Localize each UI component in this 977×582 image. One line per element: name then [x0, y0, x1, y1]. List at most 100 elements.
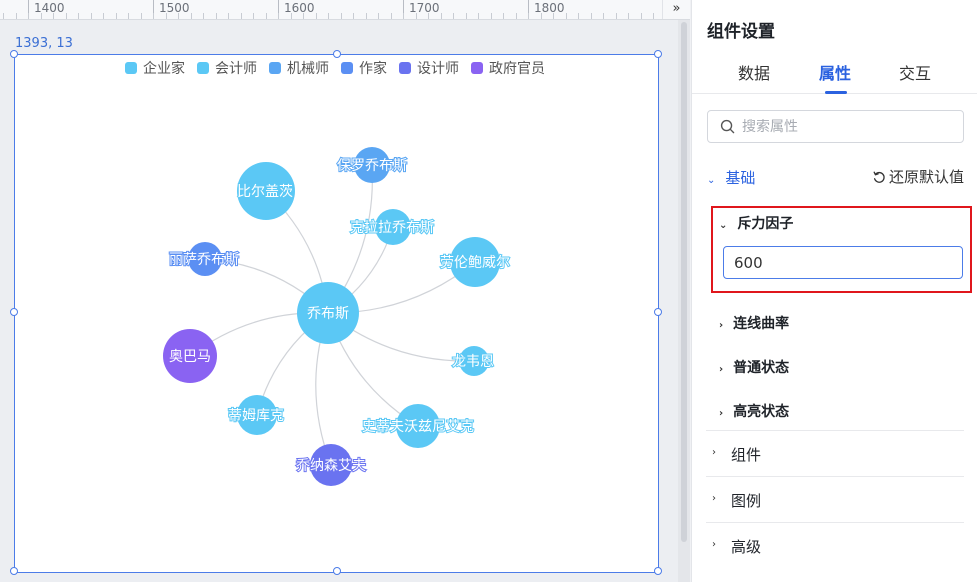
ruler-label: 1500 [159, 1, 190, 15]
ruler-minor-tick [328, 13, 329, 19]
legend-item[interactable]: 会计师 [197, 58, 257, 78]
ruler-minor-tick [315, 13, 317, 19]
graph-node[interactable] [163, 329, 217, 383]
active-tab-indicator [825, 91, 847, 94]
resize-handle-left[interactable] [10, 308, 18, 316]
graph-node-label: 劳伦鲍威尔 [440, 255, 510, 271]
resize-handle-right[interactable] [654, 308, 662, 316]
resize-handle-bottom-left[interactable] [10, 567, 18, 575]
graph-node-label: 乔纳森艾夫 [296, 458, 366, 474]
tab-interaction[interactable]: 交互 [899, 64, 932, 83]
canvas-area[interactable]: 1400 1500 1600 1700 1800 » 1393, 13 企业家 [0, 0, 690, 582]
collapse-panel-button[interactable]: » [662, 0, 690, 19]
double-chevron-right-icon: » [672, 1, 681, 16]
ruler-minor-tick [490, 13, 492, 19]
ruler-minor-tick [428, 13, 429, 19]
tab-data[interactable]: 数据 [738, 64, 771, 83]
prop-repulsion-toggle[interactable]: ⌄斥力因子 [719, 213, 793, 233]
graph-node-label: 蒂姆库克 [228, 408, 284, 424]
ruler-minor-tick [515, 13, 517, 19]
ruler-minor-tick [465, 13, 467, 19]
graph-center-node[interactable] [297, 282, 359, 344]
resize-handle-top-left[interactable] [10, 50, 18, 58]
chevron-down-icon: ⌄ [719, 220, 728, 231]
ruler-minor-tick [115, 13, 117, 19]
horizontal-ruler: 1400 1500 1600 1700 1800 » [0, 0, 690, 20]
chevron-right-icon: › [719, 364, 724, 375]
repulsion-input[interactable] [723, 246, 963, 279]
legend-item[interactable]: 政府官员 [471, 58, 545, 78]
section-basic: ⌄基础 还原默认值 [707, 166, 964, 188]
legend-swatch [471, 62, 483, 74]
relationship-graph[interactable]: 比尔盖茨保罗乔布斯克拉拉乔布斯劳伦鲍威尔丽萨乔布斯奥巴马龙韦恩蒂姆库克史蒂夫沃兹… [15, 55, 658, 572]
ruler-minor-tick [78, 13, 79, 19]
graph-node[interactable] [237, 162, 295, 220]
legend-item[interactable]: 作家 [341, 58, 387, 78]
legend-swatch [197, 62, 209, 74]
legend-item[interactable]: 设计师 [399, 58, 459, 78]
prop-highlight-state-label: 高亮状态 [733, 404, 790, 420]
group-legend[interactable]: › 图例 [706, 476, 964, 522]
reset-defaults-button[interactable]: 还原默认值 [872, 166, 964, 187]
ruler-minor-tick [453, 13, 454, 19]
chevron-right-icon: › [719, 408, 724, 419]
ruler-minor-tick [390, 13, 392, 19]
legend-label: 政府官员 [489, 61, 545, 77]
ruler-minor-tick [290, 13, 292, 19]
graph-node-label: 奥巴马 [169, 348, 211, 365]
graph-node-label: 史蒂夫沃兹尼艾克 [362, 419, 474, 435]
graph-node-label: 龙韦恩 [452, 354, 494, 370]
group-advanced[interactable]: › 高级 [706, 522, 964, 568]
vertical-scrollbar[interactable] [678, 20, 690, 582]
graph-node[interactable] [459, 346, 489, 376]
ruler-minor-tick [240, 13, 242, 19]
chevron-down-icon: ⌄ [707, 175, 716, 186]
graph-node-label: 比尔盖茨 [237, 184, 293, 200]
chevron-right-icon: › [719, 320, 724, 331]
search-input[interactable] [742, 118, 942, 135]
ruler-minor-tick [403, 13, 404, 19]
ruler-minor-tick [128, 13, 129, 19]
scrollbar-thumb[interactable] [681, 22, 687, 542]
graph-node[interactable] [375, 209, 411, 245]
prop-normal-state-toggle[interactable]: › 普通状态 [719, 357, 789, 377]
graph-node[interactable] [237, 395, 277, 435]
property-search[interactable] [707, 110, 964, 143]
resize-handle-top[interactable] [333, 50, 341, 58]
graph-component[interactable]: 企业家 会计师 机械师 作家 设计师 政府官员 比尔盖茨 [10, 50, 662, 575]
ruler-minor-tick [215, 13, 217, 19]
ruler-minor-tick [565, 13, 567, 19]
section-basic-toggle[interactable]: ⌄基础 [707, 167, 755, 188]
graph-node[interactable] [354, 147, 390, 183]
graph-node[interactable] [396, 404, 440, 448]
ruler-minor-tick [528, 13, 529, 19]
resize-handle-bottom-right[interactable] [654, 567, 662, 575]
ruler-minor-tick [378, 13, 379, 19]
legend-label: 企业家 [143, 61, 185, 77]
legend-item[interactable]: 企业家 [125, 58, 185, 78]
prop-normal-state-label: 普通状态 [733, 360, 790, 376]
graph-node[interactable] [450, 237, 500, 287]
ruler-minor-tick [653, 13, 654, 19]
graph-node[interactable] [188, 242, 222, 276]
ruler-minor-tick [3, 13, 4, 19]
tab-properties[interactable]: 属性 [819, 64, 852, 83]
legend-swatch [269, 62, 281, 74]
legend-swatch [341, 62, 353, 74]
resize-handle-top-right[interactable] [654, 50, 662, 58]
group-component[interactable]: › 组件 [706, 430, 964, 476]
ruler-minor-tick [640, 13, 642, 19]
ruler-minor-tick [103, 13, 104, 19]
position-readout: 1393, 13 [15, 36, 73, 51]
resize-handle-bottom[interactable] [333, 567, 341, 575]
prop-highlight-state-toggle[interactable]: › 高亮状态 [719, 401, 789, 421]
ruler-minor-tick [253, 13, 254, 19]
graph-node-label: 克拉拉乔布斯 [350, 220, 434, 236]
legend-swatch [399, 62, 411, 74]
prop-curve-toggle[interactable]: ›连线曲率 [719, 313, 789, 333]
chevron-right-icon: › [712, 493, 716, 504]
graph-node[interactable] [310, 444, 352, 486]
legend-item[interactable]: 机械师 [269, 58, 329, 78]
ruler-minor-tick [28, 13, 29, 19]
legend-label: 机械师 [287, 61, 329, 77]
